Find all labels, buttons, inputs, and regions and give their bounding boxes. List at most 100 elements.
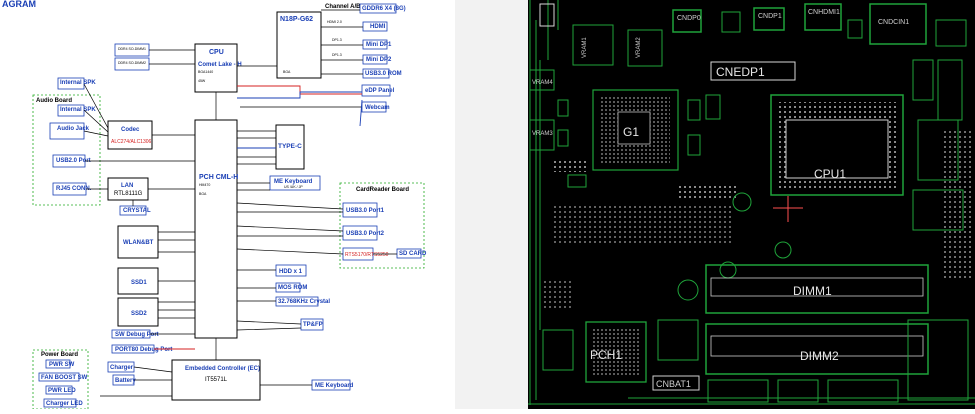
pch-note2: BGA xyxy=(199,192,207,196)
me-keyboard-sub: US /UK / JP xyxy=(284,185,303,189)
sw-debug-label: SW Debug Port xyxy=(115,332,159,338)
lan-sub: RTL8111G xyxy=(114,191,143,197)
cndp0-label: CNDP0 xyxy=(677,15,701,22)
cpu-sub: Comet Lake - H xyxy=(198,62,242,68)
pch-note1: HM470 xyxy=(199,183,210,187)
gpu-outline xyxy=(592,89,679,171)
audio-jack-label: Audio Jack xyxy=(57,126,90,132)
dimm2-board-label: DIMM2 xyxy=(800,349,839,363)
board-view: .g { fill:none; stroke:#1fa33a; stroke-w… xyxy=(528,0,975,409)
usb3-port2-label: USB3.0 Port2 xyxy=(346,231,385,237)
cndcin-label: CNDCIN1 xyxy=(878,19,909,26)
tpm-label: TP&FP xyxy=(303,322,323,328)
hdmi-label: HDMI xyxy=(370,24,386,30)
gpu-channel-label: Channel A/B xyxy=(325,4,361,10)
sd-card-block xyxy=(396,248,422,259)
codec-block xyxy=(107,120,153,150)
vram3-outline xyxy=(529,69,555,91)
gpu-note: BGA xyxy=(283,70,291,74)
pch-block xyxy=(194,119,238,339)
vram3-label: VRAM4 xyxy=(532,80,553,86)
diagram-title: AGRAM xyxy=(2,0,36,9)
dimm2-outline xyxy=(705,323,929,375)
cpu-label: CPU xyxy=(209,49,224,56)
mini-dp1-block xyxy=(362,39,388,50)
pch-board-label: PCH1 xyxy=(590,348,622,362)
gpu-board-label: G1 xyxy=(623,125,639,139)
audio-board-section xyxy=(32,94,101,206)
gddr-block xyxy=(359,3,397,14)
rj45-label: RJ45 CONN. xyxy=(56,186,92,192)
internal-spk1-label: Internal SPK xyxy=(60,80,96,86)
internal-spk2-block xyxy=(57,104,85,117)
ec-label: Embedded Controller (EC) xyxy=(185,366,260,372)
pch-outline xyxy=(585,321,647,383)
tpm-block xyxy=(300,318,324,331)
cndp1-label: CNDP1 xyxy=(758,13,782,20)
cndcin-outline xyxy=(869,3,927,45)
vram1-outline xyxy=(572,24,614,66)
cardreader-board-section xyxy=(339,182,425,269)
hdmi-block xyxy=(362,21,388,32)
fan-boost-block xyxy=(38,372,80,382)
pwr-sw-label: PWR SW xyxy=(49,362,75,368)
mini-dp2-label: Mini DP2 xyxy=(366,57,392,63)
codec-label: Codec xyxy=(121,127,140,133)
type-c-block xyxy=(275,124,305,170)
cpu-board-label: CPU1 xyxy=(814,167,846,181)
pwr-sw-block xyxy=(45,359,71,369)
pwr-led-label: PWR LED xyxy=(48,388,76,394)
mini-dp2-block xyxy=(362,54,388,65)
dimm1-label: DDR4 SO-DIMM1 xyxy=(118,47,146,51)
cnbat-label: CNBAT1 xyxy=(656,379,691,389)
ec-block xyxy=(171,359,261,401)
crystal-label: CRYSTAL xyxy=(123,208,151,214)
ssd1-label: SSD1 xyxy=(131,280,147,286)
sd-card-label: SD CARD xyxy=(399,251,427,257)
dp2-bus-label: DP1.3 xyxy=(332,53,342,57)
usb3-port1-block xyxy=(342,202,378,218)
cnbat-outline xyxy=(652,375,700,391)
crystal-32k-block xyxy=(275,296,319,307)
hdd-label: HDD x 1 xyxy=(279,269,303,275)
block-diagram-svg: .bx { fill:#fff; stroke:#000; stroke-wid… xyxy=(2,0,427,410)
dimm1-board-label: DIMM1 xyxy=(793,284,832,298)
cndp1-outline xyxy=(753,7,785,31)
cpu-note1: BGA1440 xyxy=(198,70,213,74)
power-board-label: Power Board xyxy=(41,352,78,358)
hdmi-bus-label: HDMI 2.0 xyxy=(327,20,342,24)
battery-label: Battery xyxy=(115,378,136,384)
cnedp-label: CNEDP1 xyxy=(716,65,765,79)
crystal-32k-label: 32.768KHz Crystal xyxy=(278,299,330,305)
mos-rom-block xyxy=(275,282,301,293)
edp-panel-label: eDP Panel xyxy=(365,88,395,94)
charger-label: Charger xyxy=(110,365,134,371)
dimm2-label: DDR4 SO-DIMM2 xyxy=(118,61,146,65)
charger-led-block xyxy=(43,398,77,408)
me-keyboard-label: ME Keyboard xyxy=(274,179,313,185)
vram2-label: VRAM2 xyxy=(636,37,642,58)
internal-spk1-block xyxy=(57,77,85,90)
wlan-label: WLAN&BT xyxy=(123,240,154,246)
cpu-outline xyxy=(770,94,904,196)
board-view-svg: .g { fill:none; stroke:#1fa33a; stroke-w… xyxy=(528,0,975,405)
mos-rom-label: MOS ROM xyxy=(278,285,307,291)
codec-sub: ALC274/ALC1306 xyxy=(111,139,152,145)
ssd2-label: SSD2 xyxy=(131,311,147,317)
ec-sub: IT5571L xyxy=(205,377,228,383)
usb3-rom-label: USB3.0 ROM xyxy=(365,71,402,77)
block-diagram: .bx { fill:#fff; stroke:#000; stroke-wid… xyxy=(0,0,455,410)
cpu-block xyxy=(194,43,238,93)
cnhdmi-label: CNHDMI1 xyxy=(808,9,840,16)
webcam-label: Webcam xyxy=(365,105,390,111)
usb3-rom-block xyxy=(362,68,390,79)
card-reader-chip-label: RTS5170/RTS5250 xyxy=(345,252,389,258)
cnhdmi-outline xyxy=(804,3,842,31)
lan-label: LAN xyxy=(121,183,133,189)
audio-board-label: Audio Board xyxy=(36,98,72,104)
pwr-led-block xyxy=(45,385,73,395)
vram2-outline xyxy=(627,29,663,67)
mini-dp1-label: Mini DP1 xyxy=(366,42,392,48)
wlan-block xyxy=(117,225,159,259)
cpu-note2: 45W xyxy=(198,79,206,83)
